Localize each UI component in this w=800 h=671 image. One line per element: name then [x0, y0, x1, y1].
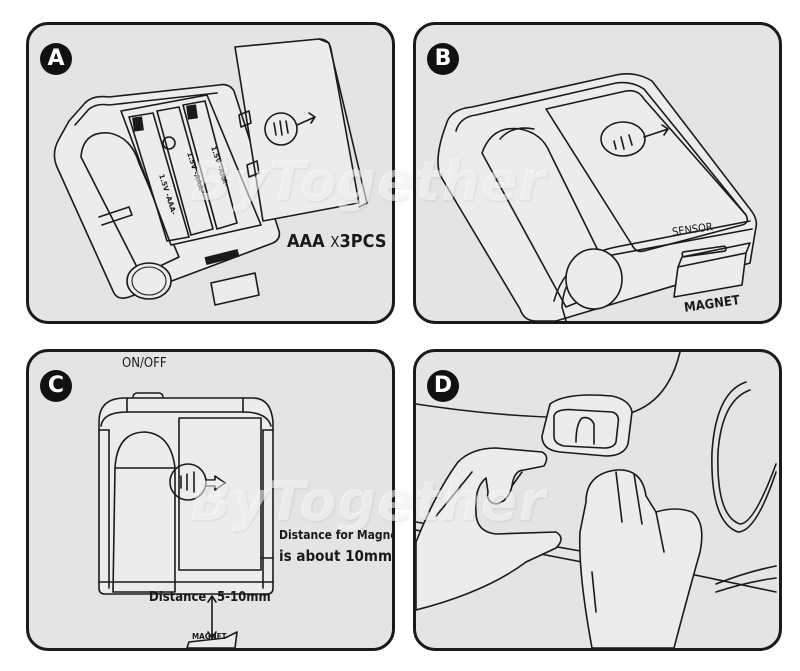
device-top-view-illustration [98, 392, 274, 648]
slide-arrow-icon [296, 112, 316, 126]
magnet-distance-note-line1: Distance for Magnet [279, 528, 395, 542]
device-closed-illustration [437, 73, 758, 321]
slide-arrow-icon [643, 124, 669, 138]
distance-arrow-icon [207, 595, 217, 639]
slide-arrow-icon [205, 475, 226, 491]
sensor-slot [204, 249, 240, 265]
magnet-block [186, 631, 238, 648]
left-hand [416, 447, 562, 611]
battery-count-label: 3PCS [339, 231, 387, 252]
right-hand [578, 469, 703, 648]
distance-value: 5-10mm [217, 590, 271, 605]
panel-b-close-cover: B SENSOR MAGNET [413, 22, 782, 324]
step-badge-a: A [40, 43, 72, 75]
magnet-distance-note-line2: is about 10mm [279, 547, 393, 565]
magnet-block [210, 272, 260, 306]
slide-grip-icon [264, 112, 298, 146]
panel-c-magnet-distance: C ON/OFF Distance for Magnet is about 10… [26, 349, 395, 651]
magnet-block [673, 252, 747, 298]
hands-mounting-illustration [416, 352, 777, 648]
battery-caption: AAA X3PCS [287, 231, 387, 252]
battery-type-label: AAA [287, 231, 325, 252]
distance-label: Distance [149, 590, 207, 605]
panel-d-mount-in-door: D [413, 349, 782, 651]
on-off-label: ON/OFF [122, 356, 167, 371]
panel-a-install-batteries: 1.5V -AAA- 1.5V -AAA- 1.5V -AAA- A AAA X… [26, 22, 395, 324]
magnet-label: MAGNET [192, 632, 227, 641]
times-sign: X [330, 233, 340, 251]
step-badge-b: B [427, 43, 459, 75]
step-badge-c: C [40, 370, 72, 402]
step-badge-d: D [427, 370, 459, 402]
device-open-battery-illustration: 1.5V -AAA- 1.5V -AAA- 1.5V -AAA- [53, 38, 368, 306]
